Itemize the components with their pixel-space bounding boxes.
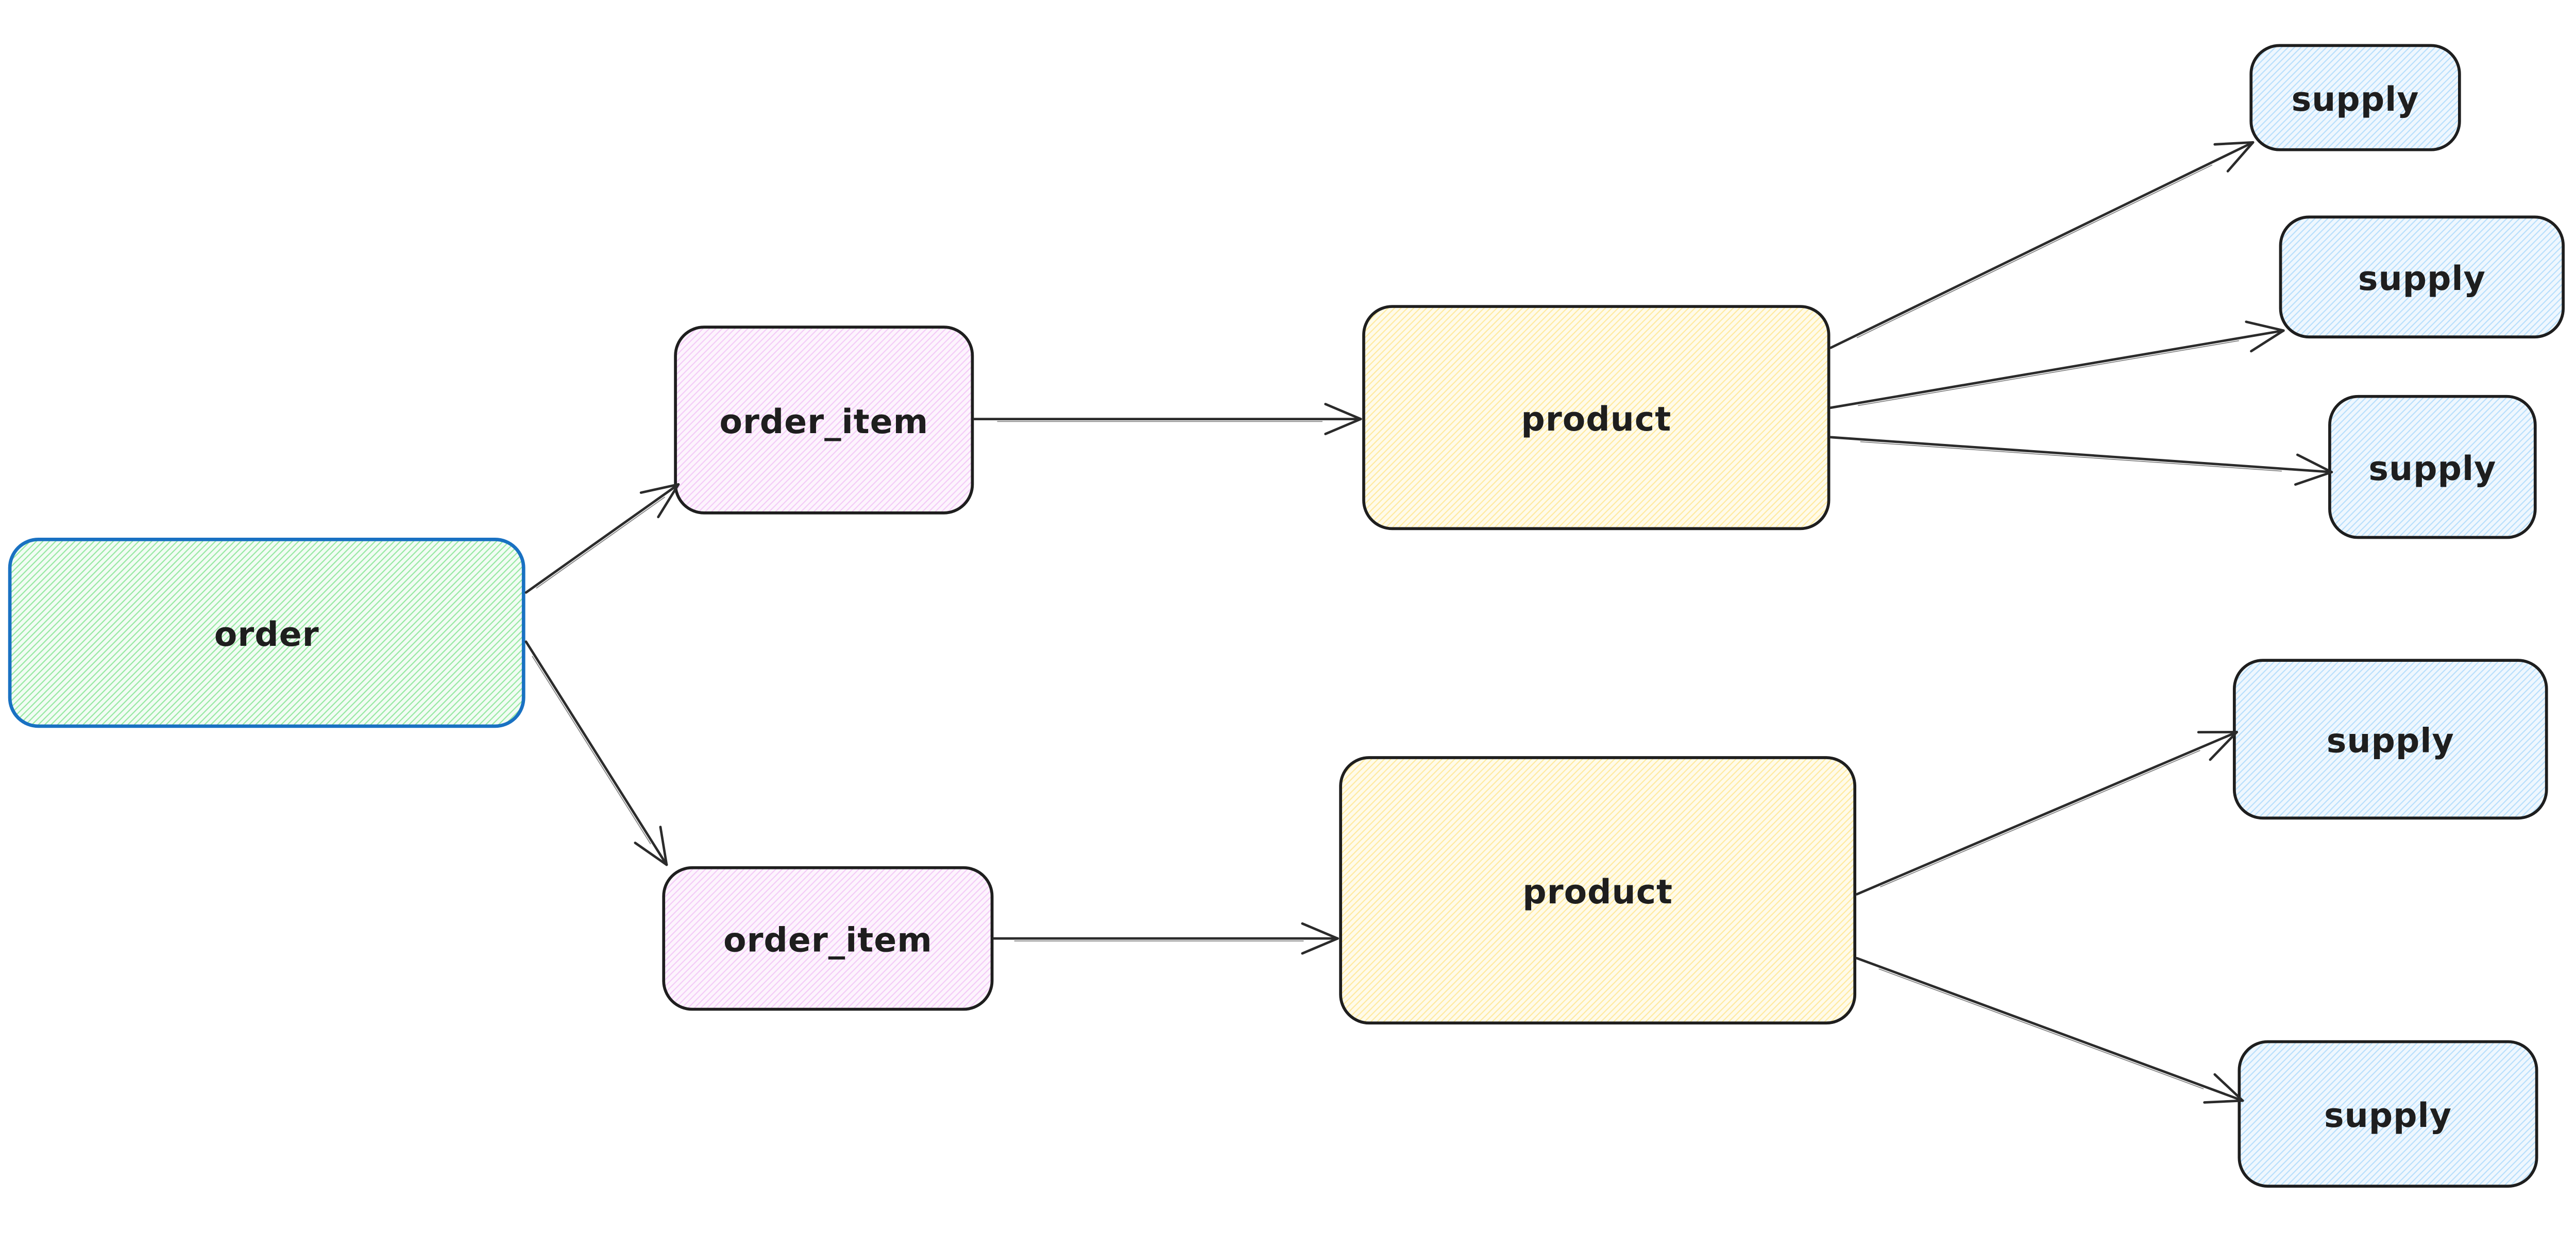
node-supply_4[interactable]: supply	[2232, 659, 2548, 820]
node-label-supply_3: supply	[2368, 450, 2496, 488]
node-supply_3[interactable]: supply	[2328, 395, 2537, 539]
edge-order-to-order_item_1[interactable]	[524, 483, 680, 594]
edge-order_item_2-to-product_2[interactable]	[993, 922, 1339, 955]
node-label-order_item_2: order_item	[723, 921, 933, 960]
edge-product_1-to-supply_2[interactable]	[1829, 320, 2285, 409]
node-shape-order	[8, 537, 526, 728]
node-shape-order_item_1	[674, 326, 974, 515]
arrowhead-wing-b	[1324, 403, 1362, 420]
edge-shaft	[1829, 141, 2255, 349]
arrowhead-wing-a	[2226, 141, 2255, 173]
arrowhead-wing-b	[639, 483, 680, 494]
node-product_2[interactable]: product	[1339, 756, 1857, 1024]
edge-shaft-sketch	[1858, 340, 2240, 406]
node-label-supply_4: supply	[2327, 722, 2454, 760]
arrowhead-wing-b	[2213, 1073, 2244, 1102]
edge-shaft-sketch	[536, 496, 665, 589]
node-label-supply_2: supply	[2358, 260, 2486, 298]
node-label-product_1: product	[1521, 400, 1671, 439]
edge-shaft-sketch	[1878, 968, 2204, 1089]
edge-shaft	[1829, 436, 2333, 473]
node-shape-product_1	[1362, 305, 1831, 530]
edge-shaft-sketch	[1856, 164, 2213, 338]
node-shape-product_2	[1339, 756, 1857, 1024]
node-supply_5[interactable]: supply	[2238, 1040, 2538, 1188]
node-product_1[interactable]: product	[1362, 305, 1831, 530]
node-shape-supply_3	[2328, 395, 2537, 539]
node-shape-supply_1	[2249, 44, 2461, 151]
er-diagram: orderorder_itemorder_itemproductproducts…	[0, 28, 2576, 1205]
arrowhead-wing-a	[634, 841, 668, 866]
arrowhead-wing-b	[2296, 453, 2333, 473]
node-order_item_1[interactable]: order_item	[674, 326, 974, 515]
node-label-order: order	[214, 615, 319, 654]
arrowhead-wing-a	[2203, 1099, 2244, 1104]
node-label-supply_5: supply	[2324, 1097, 2452, 1135]
node-label-supply_1: supply	[2292, 80, 2419, 119]
arrowhead-wing-a	[1301, 937, 1339, 955]
node-label-product_2: product	[1522, 873, 1673, 912]
node-supply_2[interactable]: supply	[2279, 215, 2565, 338]
arrowhead-wing-a	[2250, 329, 2285, 353]
edge-shaft-sketch	[1860, 441, 2282, 472]
arrowhead-wing-a	[1324, 418, 1362, 435]
edge-shaft	[1855, 956, 2244, 1102]
edge-product_2-to-supply_4[interactable]	[1855, 730, 2238, 896]
node-shape-supply_4	[2232, 659, 2548, 820]
arrowhead-wing-a	[2294, 471, 2333, 486]
edge-shaft	[524, 483, 680, 594]
edge-shaft	[1829, 329, 2285, 409]
node-shape-supply_5	[2238, 1040, 2538, 1188]
edge-product_1-to-supply_3[interactable]	[1829, 436, 2333, 486]
arrowhead-wing-b	[659, 826, 668, 866]
arrowhead-wing-a	[657, 483, 680, 519]
node-order[interactable]: order	[8, 537, 526, 728]
arrowhead-wing-b	[1301, 922, 1339, 940]
edge-order-to-order_item_2[interactable]	[524, 640, 668, 866]
edge-shaft	[524, 640, 668, 866]
edge-product_2-to-supply_5[interactable]	[1855, 956, 2244, 1104]
edge-product_1-to-supply_1[interactable]	[1829, 141, 2255, 349]
edge-shaft-sketch	[532, 656, 651, 845]
node-label-order_item_1: order_item	[719, 403, 928, 441]
edge-shaft-sketch	[1880, 750, 2200, 887]
arrowhead-wing-b	[2213, 141, 2255, 146]
node-shape-order_item_2	[662, 866, 994, 1011]
arrowhead-wing-b	[2245, 320, 2285, 332]
node-supply_1[interactable]: supply	[2249, 44, 2461, 151]
node-order_item_2[interactable]: order_item	[662, 866, 994, 1011]
edge-order_item_1-to-product_1[interactable]	[973, 403, 1362, 435]
edge-shaft	[1855, 730, 2238, 896]
node-shape-supply_2	[2279, 215, 2565, 338]
arrowhead-wing-a	[2209, 730, 2238, 761]
